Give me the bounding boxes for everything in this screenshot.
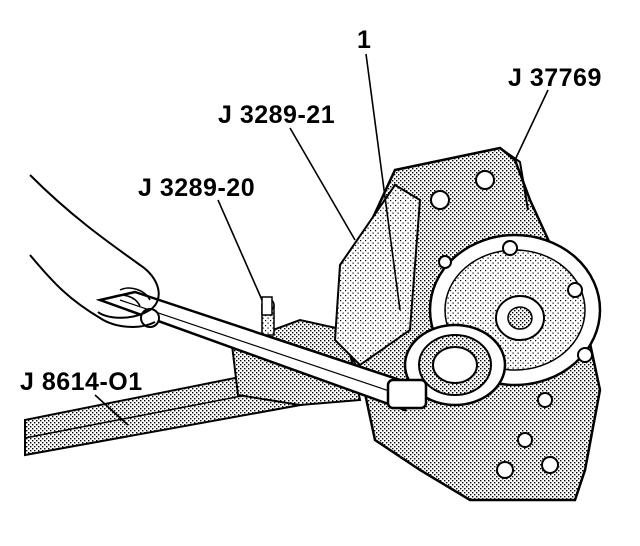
leader-j3289-21 xyxy=(289,127,356,241)
leader-lines xyxy=(94,53,549,426)
leader-j8614-01 xyxy=(94,394,129,426)
callout-j3289-20: J 3289-20 xyxy=(138,174,256,202)
callout-j8614-01: J 8614-O1 xyxy=(20,368,143,396)
callout-j37769: J 37769 xyxy=(508,64,602,92)
leader-j3289-20 xyxy=(217,199,263,301)
pinion-hub xyxy=(403,295,545,407)
leader-part-1 xyxy=(365,53,401,311)
callout-part-1: 1 xyxy=(357,26,372,54)
pilot-stud xyxy=(261,296,273,316)
hand xyxy=(29,174,160,328)
adapter-bracket xyxy=(333,183,422,367)
callout-j3289-21: J 3289-21 xyxy=(218,101,336,129)
leader-j37769 xyxy=(514,89,549,161)
